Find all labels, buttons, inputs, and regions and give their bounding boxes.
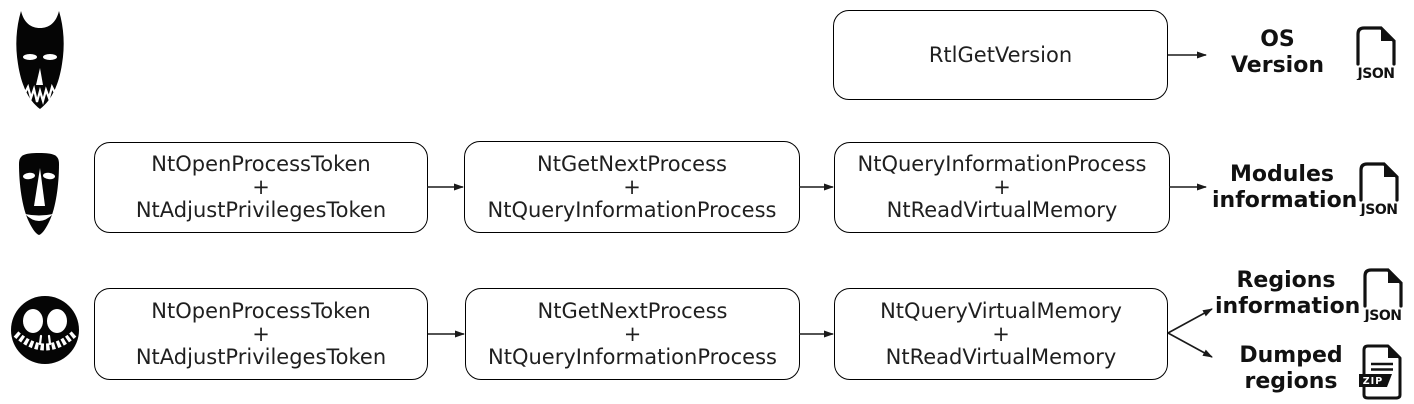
flow-arrow: [428, 330, 465, 338]
flow-arrow: [1168, 51, 1207, 59]
api-name: RtlGetVersion: [928, 42, 1073, 67]
plus-sign: +: [623, 174, 641, 199]
devil-mask-icon: [16, 11, 64, 109]
plus-sign: +: [623, 321, 642, 346]
json-label: JSON: [1360, 202, 1398, 216]
api-name: NtAdjustPrivilegesToken: [135, 344, 387, 369]
api-box: NtGetNextProcess + NtQueryInformationPro…: [464, 141, 800, 233]
plus-sign: +: [252, 321, 270, 346]
api-name: NtGetNextProcess: [537, 298, 728, 323]
diverging-flow-arrows: [1167, 308, 1213, 358]
flow-arrow: [799, 330, 834, 338]
plus-sign: +: [993, 175, 1011, 199]
plus-sign: +: [252, 175, 270, 199]
output-label-os-version: OS Version: [1230, 27, 1324, 78]
api-box: NtGetNextProcess + NtQueryInformationPro…: [465, 288, 800, 380]
api-name: NtReadVirtualMemory: [886, 198, 1118, 222]
tribal-mask-icon: [19, 153, 59, 235]
api-name: NtAdjustPrivilegesToken: [135, 198, 387, 222]
api-name: NtQueryVirtualMemory: [880, 298, 1122, 323]
json-label: JSON: [1357, 66, 1395, 80]
api-name: NtReadVirtualMemory: [885, 344, 1117, 369]
output-label-regions-information: Regions information: [1215, 268, 1361, 319]
json-file-icon: JSON: [1356, 26, 1396, 80]
api-name: NtQueryInformationProcess: [857, 152, 1147, 176]
api-box: RtlGetVersion: [833, 10, 1168, 100]
api-name: NtOpenProcessToken: [151, 298, 371, 323]
api-box: NtQueryInformationProcess + NtReadVirtua…: [834, 142, 1170, 233]
api-box: NtQueryVirtualMemory + NtReadVirtualMemo…: [834, 288, 1168, 380]
zip-label: ZIP: [1363, 376, 1383, 387]
skull-mask-icon: [11, 296, 79, 364]
api-name: NtQueryInformationProcess: [487, 197, 777, 222]
plus-sign: +: [992, 321, 1010, 346]
json-label: JSON: [1364, 308, 1402, 322]
api-name: NtQueryInformationProcess: [488, 344, 777, 369]
flow-arrow: [1169, 183, 1207, 191]
api-box: NtOpenProcessToken + NtAdjustPrivilegesT…: [94, 142, 428, 233]
flow-arrow: [799, 183, 834, 191]
api-name: NtGetNextProcess: [537, 151, 727, 176]
zip-file-icon: ZIP: [1359, 344, 1402, 400]
output-label-modules-information: Modules information: [1212, 162, 1358, 213]
api-box: NtOpenProcessToken + NtAdjustPrivilegesT…: [94, 288, 428, 380]
flow-arrow: [427, 183, 464, 191]
json-file-icon: JSON: [1363, 268, 1403, 322]
api-name: NtOpenProcessToken: [151, 152, 371, 176]
json-file-icon: JSON: [1359, 162, 1399, 216]
output-label-dumped-regions: Dumped regions: [1239, 343, 1343, 394]
